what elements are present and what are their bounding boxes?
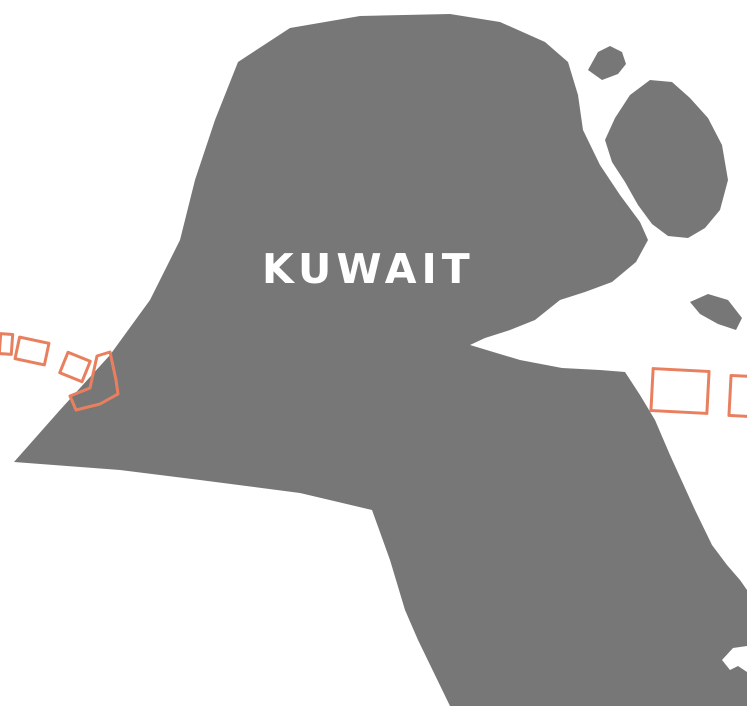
bubiyan-island [605, 80, 728, 238]
border-markers-west [0, 332, 120, 412]
warbah-island [588, 46, 626, 80]
border-marker [13, 335, 51, 367]
border-marker [649, 367, 711, 415]
failaka-island [690, 294, 742, 330]
border-marker-bracket [68, 350, 120, 412]
country-label: KUWAIT [262, 245, 475, 293]
border-marker [58, 350, 92, 384]
border-markers-east [649, 367, 747, 419]
border-marker [0, 332, 15, 356]
border-marker [727, 373, 747, 419]
coastal-inlet [722, 646, 747, 672]
kuwait-mainland [14, 14, 747, 706]
